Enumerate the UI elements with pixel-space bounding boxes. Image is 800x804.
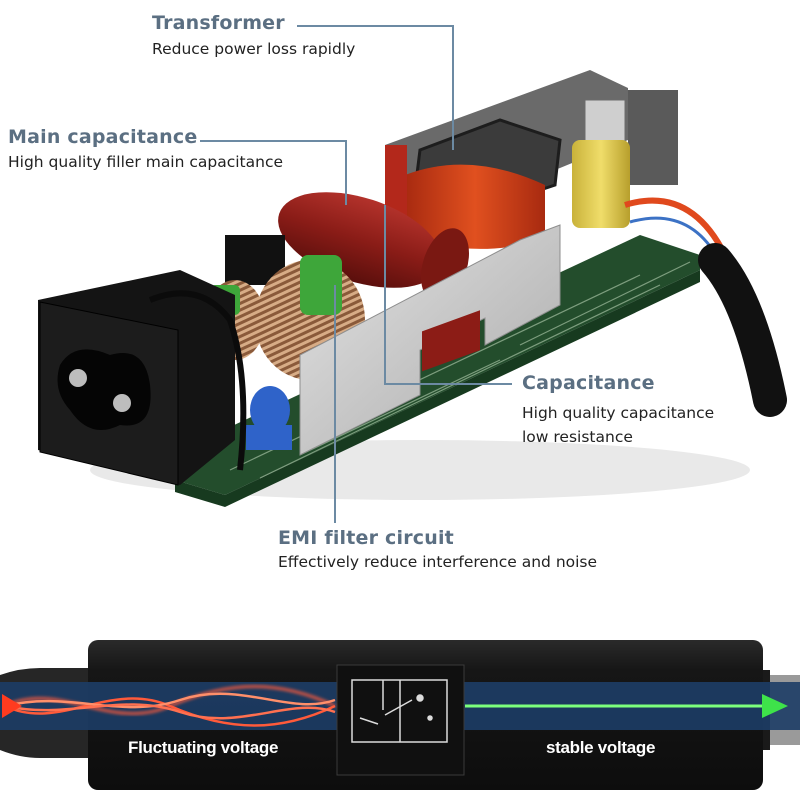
transformer-title: Transformer xyxy=(152,12,285,34)
pcb-traces xyxy=(229,261,691,479)
fluctuating-voltage-wave xyxy=(4,685,336,727)
power-supply-pcb-illustration xyxy=(38,70,787,507)
green-choke xyxy=(300,255,342,315)
stable-voltage-label: stable voltage xyxy=(546,738,656,757)
capacitance-leader-h xyxy=(384,383,512,385)
blue-x-capacitor xyxy=(250,386,290,434)
main-cap-leader-v xyxy=(345,140,347,205)
emi-leader-v xyxy=(334,285,336,523)
input-arrow xyxy=(2,694,22,718)
shield-window xyxy=(422,310,480,372)
blue-cap-leads xyxy=(246,425,292,450)
yellow-y-capacitor xyxy=(572,140,630,228)
main-capacitance-desc: High quality filler main capacitance xyxy=(8,153,284,171)
chip-schematic xyxy=(351,679,448,743)
capacitance-desc-line1: High quality capacitance xyxy=(522,404,715,422)
port-bracket xyxy=(628,90,678,185)
capacitance-desc-line2: low resistance xyxy=(522,428,633,446)
adapter-graphic xyxy=(0,640,800,790)
main-cap-leader-h xyxy=(200,140,346,142)
transformer-leader-h xyxy=(297,25,453,27)
transformer-desc: Reduce power loss rapidly xyxy=(152,40,356,58)
capacitance-title: Capacitance xyxy=(522,372,655,394)
adapter-voltage-illustration: Fluctuating voltage stable voltage xyxy=(0,620,800,800)
emi-filter-desc: Effectively reduce interference and nois… xyxy=(278,553,598,571)
emi-filter-title: EMI filter circuit xyxy=(278,527,454,549)
output-cable xyxy=(698,243,787,417)
ac-pin-left xyxy=(69,369,87,387)
output-arrow xyxy=(762,694,788,718)
transformer-core xyxy=(405,164,545,249)
output-wires xyxy=(624,197,728,257)
ac-pin-right xyxy=(113,394,131,412)
main-capacitance-title: Main capacitance xyxy=(8,126,198,148)
fluctuating-voltage-label: Fluctuating voltage xyxy=(128,738,279,757)
transformer-leader-v xyxy=(452,25,454,150)
capacitance-leader-v xyxy=(384,205,386,383)
black-wire xyxy=(148,290,247,471)
usb-port xyxy=(584,99,626,146)
